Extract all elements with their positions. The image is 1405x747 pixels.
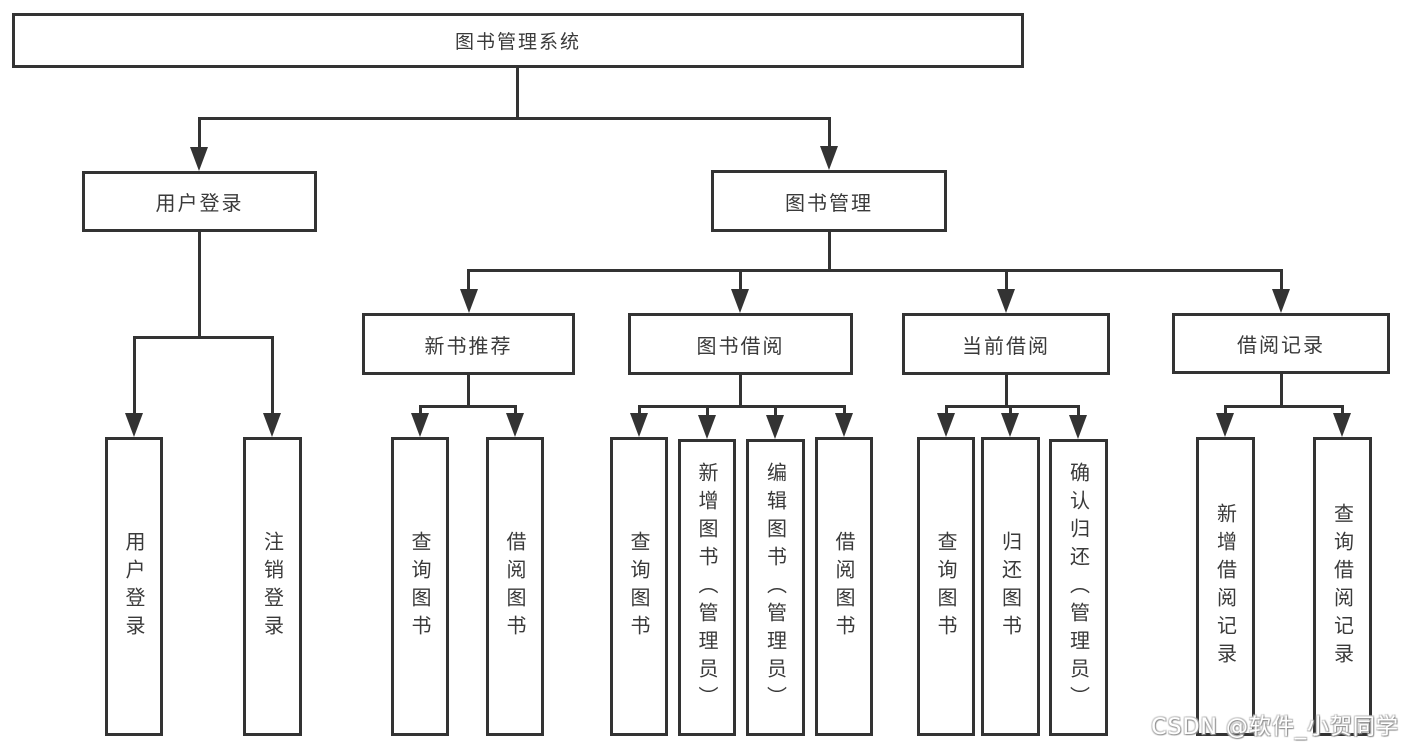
- leaf-query-borrow-record: 查询借阅记录: [1313, 437, 1372, 736]
- connector-hline: [419, 405, 517, 408]
- connector-arrowhead: [731, 289, 749, 313]
- leaf-query-books-current: 查询图书: [917, 437, 975, 736]
- connector-vline: [514, 405, 517, 415]
- connector-vline: [843, 405, 846, 415]
- node-root: 图书管理系统: [12, 13, 1024, 68]
- connector-vline: [198, 230, 201, 339]
- connector-vline: [1224, 405, 1227, 415]
- node-user-login-label: 用户登录: [155, 191, 244, 215]
- connector-arrowhead: [766, 415, 784, 439]
- connector-hline: [1224, 405, 1344, 408]
- leaf-borrow-books-recommend: 借阅图书: [486, 437, 544, 736]
- connector-arrowhead: [190, 147, 208, 171]
- leaf-logout-label: 注销登录: [260, 530, 285, 643]
- connector-vline: [1280, 372, 1283, 408]
- connector-vline: [774, 405, 777, 417]
- connector-hline: [945, 405, 1080, 408]
- leaf-user-login-label: 用户登录: [122, 530, 146, 643]
- connector-vline: [133, 336, 136, 416]
- node-borrowing-records: 借阅记录: [1172, 313, 1390, 374]
- leaf-add-borrow-record-label: 新增借阅记录: [1213, 502, 1238, 671]
- connector-arrowhead: [698, 415, 716, 439]
- connector-arrowhead: [630, 413, 648, 437]
- leaf-edit-book-admin: 编辑图书（管理员）: [746, 439, 805, 736]
- leaf-return-book: 归还图书: [981, 437, 1040, 736]
- node-book-management-label: 图书管理: [785, 190, 873, 215]
- connector-vline: [828, 117, 831, 147]
- connector-arrowhead: [820, 146, 838, 170]
- leaf-borrow-books-recommend-label: 借阅图书: [503, 530, 527, 643]
- leaf-return-book-label: 归还图书: [998, 530, 1023, 643]
- leaf-borrow-books-borrowing: 借阅图书: [815, 437, 873, 736]
- connector-vline: [516, 65, 519, 120]
- connector-arrowhead: [1272, 289, 1290, 313]
- connector-vline: [739, 269, 742, 291]
- connector-vline: [739, 373, 742, 408]
- node-root-label: 图书管理系统: [454, 31, 581, 53]
- connector-arrowhead: [1333, 413, 1351, 437]
- leaf-add-borrow-record: 新增借阅记录: [1196, 437, 1255, 736]
- leaf-query-books-current-label: 查询图书: [934, 530, 958, 643]
- connector-vline: [1009, 405, 1012, 415]
- connector-vline: [1005, 373, 1008, 408]
- node-new-book-recommend-label: 新书推荐: [424, 333, 513, 358]
- connector-vline: [271, 336, 274, 416]
- connector-vline: [467, 269, 470, 291]
- connector-vline: [706, 405, 709, 417]
- connector-arrowhead: [125, 413, 143, 437]
- connector-vline: [198, 117, 201, 149]
- connector-hline: [638, 405, 846, 408]
- connector-vline: [1005, 269, 1008, 291]
- leaf-query-books-recommend-label: 查询图书: [408, 530, 432, 643]
- connector-vline: [419, 405, 422, 415]
- csdn-watermark: CSDN @软件_小贺同学: [1151, 715, 1399, 740]
- connector-arrowhead: [460, 289, 478, 313]
- node-user-login: 用户登录: [82, 171, 317, 232]
- leaf-borrow-books-borrowing-label: 借阅图书: [832, 530, 856, 643]
- connector-vline: [945, 405, 948, 415]
- connector-arrowhead: [263, 413, 281, 437]
- connector-vline: [1341, 405, 1344, 415]
- connector-arrowhead: [1069, 415, 1087, 439]
- connector-arrowhead: [937, 413, 955, 437]
- connector-arrowhead: [506, 413, 524, 437]
- leaf-confirm-return-admin-label: 确认归还（管理员）: [1066, 461, 1091, 714]
- node-current-borrowing-label: 当前借阅: [962, 333, 1050, 358]
- connector-arrowhead: [835, 413, 853, 437]
- leaf-add-book-admin-label: 新增图书（管理员）: [695, 461, 719, 714]
- connector-vline: [467, 373, 470, 408]
- connector-arrowhead: [1001, 413, 1019, 437]
- node-current-borrowing: 当前借阅: [902, 313, 1110, 375]
- leaf-query-books-recommend: 查询图书: [391, 437, 449, 736]
- connector-hline: [133, 336, 274, 339]
- leaf-add-book-admin: 新增图书（管理员）: [678, 439, 736, 736]
- node-new-book-recommend: 新书推荐: [362, 313, 575, 375]
- leaf-edit-book-admin-label: 编辑图书（管理员）: [763, 461, 788, 714]
- leaf-query-books-borrowing: 查询图书: [610, 437, 668, 736]
- connector-hline: [198, 117, 831, 120]
- leaf-query-books-borrowing-label: 查询图书: [627, 530, 651, 643]
- connector-arrowhead: [411, 413, 429, 437]
- leaf-logout: 注销登录: [243, 437, 302, 736]
- connector-arrowhead: [997, 289, 1015, 313]
- connector-vline: [1077, 405, 1080, 417]
- node-book-borrowing-label: 图书借阅: [696, 333, 785, 358]
- leaf-query-borrow-record-label: 查询借阅记录: [1330, 502, 1355, 671]
- node-book-borrowing: 图书借阅: [628, 313, 853, 375]
- node-book-management: 图书管理: [711, 170, 947, 232]
- connector-vline: [828, 230, 831, 272]
- node-borrowing-records-label: 借阅记录: [1237, 333, 1325, 357]
- connector-hline: [467, 269, 1283, 272]
- leaf-confirm-return-admin: 确认归还（管理员）: [1049, 439, 1108, 736]
- connector-arrowhead: [1216, 413, 1234, 437]
- connector-vline: [1280, 269, 1283, 291]
- connector-vline: [638, 405, 641, 415]
- leaf-user-login: 用户登录: [105, 437, 163, 736]
